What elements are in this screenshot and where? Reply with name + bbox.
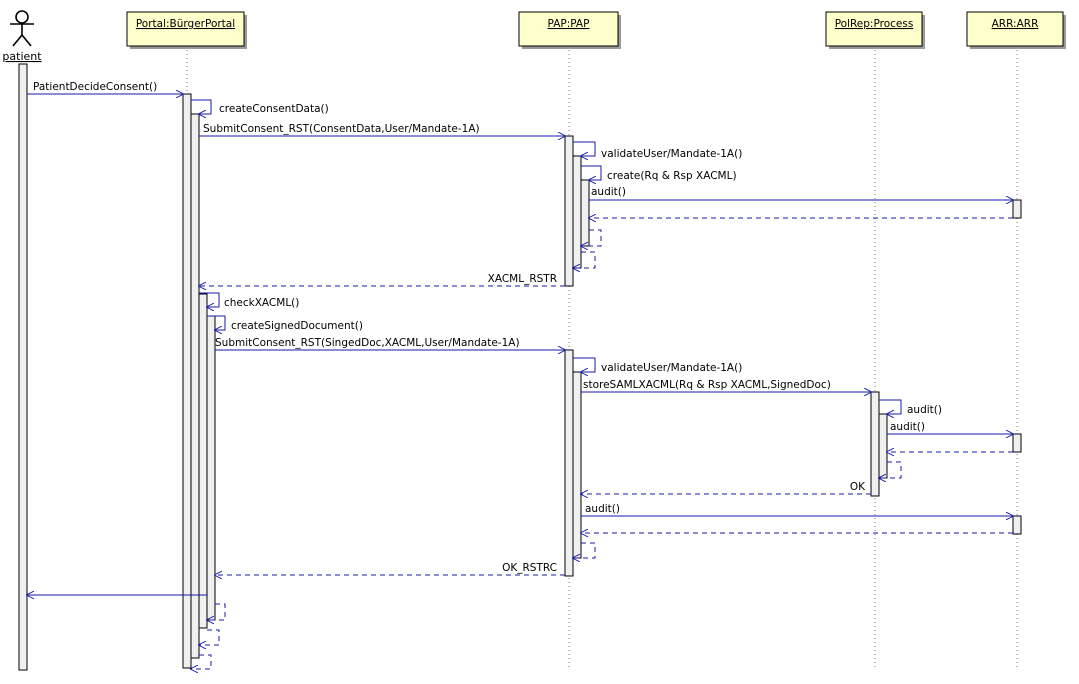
stick-figure-icon [10, 10, 34, 47]
activation-arr-3 [1012, 515, 1022, 535]
activation-portal-4 [206, 315, 216, 621]
participant-portal: Portal:BürgerPortal [126, 11, 247, 49]
message-change-policies: audit() [879, 399, 942, 416]
message-create-consent-data: createConsentData() [191, 99, 329, 115]
participant-label: ARR:ARR [992, 18, 1039, 30]
activation-pap-2 [572, 155, 582, 269]
message-patient-decide-consent: PatientDecideConsent() [27, 81, 183, 94]
message-label: SubmitConsent_RST(ConsentData,User/Manda… [203, 123, 480, 135]
activation-pap-1 [564, 135, 574, 287]
message-label: audit() [890, 421, 925, 433]
message-audit-2: audit() [887, 421, 1013, 434]
message-label: SubmitConsent_RST(SingedDoc,XACML,User/M… [215, 337, 520, 349]
return-create-xacml [581, 229, 602, 246]
participant-polrep: PolRep:Process [825, 11, 925, 49]
message-label: createConsentData() [219, 103, 329, 115]
message-create-signed-document: createSignedDocument() [207, 315, 363, 332]
message-label: audit() [591, 186, 626, 198]
message-label: validateUser/Mandate-1A() [601, 148, 742, 160]
return-check-xacml [199, 629, 220, 645]
activation-portal-1 [182, 93, 192, 669]
message-label: checkXACML() [224, 297, 299, 309]
actor-label: patient [2, 50, 42, 63]
message-label: create(Rq & Rsp XACML) [607, 170, 737, 182]
message-check-xacml: checkXACML() [199, 292, 299, 309]
message-create-xacml: create(Rq & Rsp XACML) [581, 165, 737, 182]
message-label: audit() [585, 503, 620, 515]
activation-polrep-1 [870, 391, 880, 497]
participant-label: PolRep:Process [835, 18, 914, 30]
message-store-saml-xacml: storeSAMLXACML(Rq & Rsp XACML,SignedDoc) [581, 379, 871, 392]
message-label: OK [850, 481, 866, 493]
message-label: PatientDecideConsent() [33, 81, 157, 93]
activation-arr-2 [1012, 433, 1022, 453]
activation-patient [18, 63, 28, 671]
activation-pap-5 [572, 371, 582, 559]
message-label: createSignedDocument() [231, 320, 363, 332]
message-audit-3: audit() [581, 503, 1013, 516]
return-xacml-rstr: XACML_RSTR [199, 273, 565, 286]
return-ok: OK [581, 481, 871, 494]
message-label: audit() [907, 404, 942, 416]
activation-polrep-2 [878, 413, 888, 479]
message-validate-user-2: validateUser/Mandate-1A() [573, 357, 742, 374]
activation-pap-4 [564, 349, 574, 577]
message-label: OK_RSTRC [502, 562, 557, 574]
return-change-policies [879, 461, 902, 478]
activation-arr-1 [1012, 199, 1022, 219]
message-label: XACML_RSTR [488, 273, 557, 285]
message-submit-consent-rst-1: SubmitConsent_RST(ConsentData,User/Manda… [199, 123, 565, 136]
activation-pap-3 [580, 179, 590, 247]
activation-portal-3 [198, 293, 208, 629]
return-create-signed-document [207, 603, 226, 620]
message-audit-1: audit() [589, 186, 1013, 200]
message-validate-user-1: validateUser/Mandate-1A() [573, 141, 742, 160]
message-label: validateUser/Mandate-1A() [601, 362, 742, 374]
participant-label: PAP:PAP [548, 18, 590, 30]
return-validate-user-2 [573, 542, 596, 558]
return-create-consent-data [191, 654, 212, 669]
participant-label: Portal:BürgerPortal [136, 18, 235, 30]
actor-patient: patient [2, 10, 42, 63]
message-submit-consent-rst-2: SubmitConsent_RST(SingedDoc,XACML,User/M… [215, 337, 565, 350]
return-validate-user-1 [573, 251, 596, 268]
activation-portal-2 [190, 113, 200, 659]
participant-arr: ARR:ARR [966, 11, 1066, 49]
return-ok-rstrc: OK_RSTRC [215, 562, 565, 575]
message-label: storeSAMLXACML(Rq & Rsp XACML,SignedDoc) [583, 379, 831, 391]
participant-pap: PAP:PAP [518, 11, 621, 49]
